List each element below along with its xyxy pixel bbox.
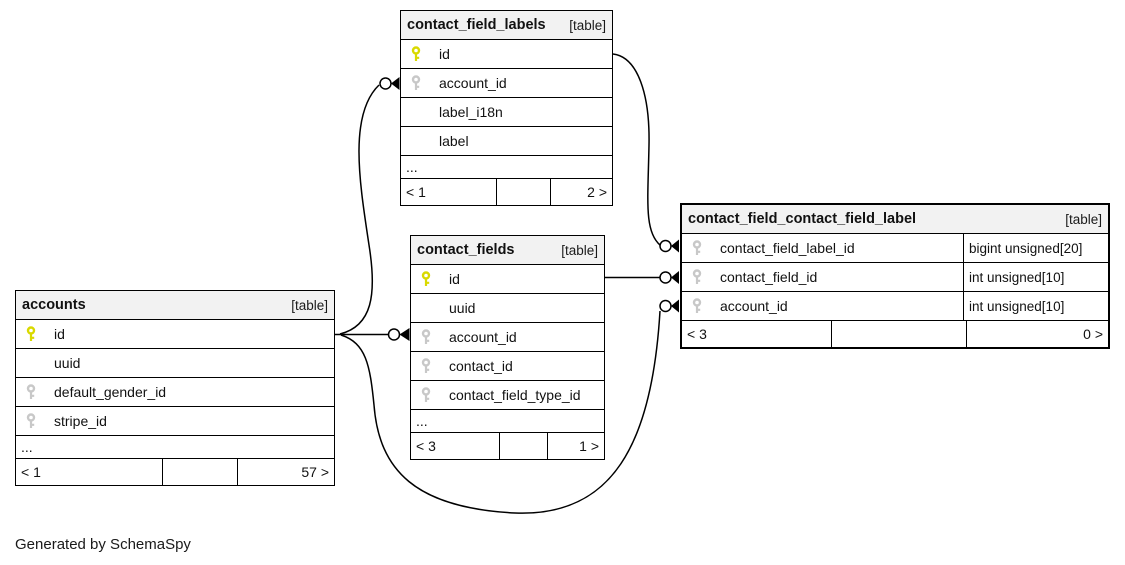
- column-name: account_id: [439, 75, 507, 91]
- column-type: int unsigned[10]: [963, 263, 1108, 291]
- footer-mid: [163, 459, 238, 485]
- key-icon: [25, 383, 38, 401]
- generator-note: Generated by SchemaSpy: [15, 536, 191, 553]
- column-name: contact_field_id: [720, 269, 818, 285]
- ellipsis-row: ...: [401, 156, 612, 179]
- footer-out-count: 1 >: [579, 438, 599, 454]
- column-row: id: [411, 265, 604, 294]
- column-row: contact_field_id int unsigned[10]: [682, 263, 1108, 292]
- ellipsis-row: ...: [16, 436, 334, 459]
- column-name: id: [439, 46, 450, 62]
- ellipsis-row: ...: [411, 410, 604, 433]
- column-name: label: [439, 133, 469, 149]
- table-title: contact_fields: [417, 242, 515, 258]
- column-row: label: [401, 127, 612, 156]
- key-icon: [420, 328, 433, 346]
- column-row: contact_field_type_id: [411, 381, 604, 410]
- fk-marker-join-table-account-id: [659, 299, 679, 313]
- key-icon: [25, 412, 38, 430]
- table-header[interactable]: contact_fields [table]: [411, 236, 604, 265]
- table-title: accounts: [22, 297, 86, 313]
- footer-in-count: < 3: [682, 321, 832, 347]
- key-icon: [410, 45, 423, 63]
- fk-marker-contact-field-labels-account-id: [379, 77, 400, 90]
- column-type: int unsigned[10]: [963, 292, 1108, 320]
- key-icon: [420, 386, 433, 404]
- column-row: uuid: [411, 294, 604, 323]
- key-icon: [25, 325, 38, 343]
- key-icon: [420, 357, 433, 375]
- table-footer: < 1 57 >: [16, 459, 334, 485]
- footer-out-count: 0 >: [1083, 326, 1103, 342]
- column-row: stripe_id: [16, 407, 334, 436]
- table-header[interactable]: accounts [table]: [16, 291, 334, 320]
- fk-marker-contact-fields-account-id: [387, 328, 410, 341]
- column-row: uuid: [16, 349, 334, 378]
- fk-marker-join-table-contact-field-label-id: [659, 239, 679, 253]
- table-title: contact_field_labels: [407, 17, 546, 33]
- column-row: label_i18n: [401, 98, 612, 127]
- edge-contact-field-labels-to-join-table: [612, 53, 661, 246]
- key-icon: [691, 268, 704, 286]
- column-name: stripe_id: [54, 413, 107, 429]
- column-name: account_id: [720, 298, 788, 314]
- column-name: label_i18n: [439, 104, 503, 120]
- column-row: account_id: [411, 323, 604, 352]
- table-footer: < 1 2 >: [401, 179, 612, 205]
- footer-mid: [497, 179, 551, 205]
- table-header[interactable]: contact_field_labels [table]: [401, 11, 612, 40]
- column-row: contact_id: [411, 352, 604, 381]
- table-header[interactable]: contact_field_contact_field_label [table…: [682, 205, 1108, 234]
- table-tag: [table]: [291, 297, 328, 313]
- table-node-contact-fields[interactable]: contact_fields [table] id uuid account_i…: [410, 235, 605, 460]
- footer-mid: [500, 433, 548, 459]
- table-title: contact_field_contact_field_label: [688, 211, 917, 227]
- table-node-accounts[interactable]: accounts [table] id uuid default_gender_…: [15, 290, 335, 486]
- column-row: contact_field_label_id bigint unsigned[2…: [682, 234, 1108, 263]
- key-icon: [410, 74, 423, 92]
- column-row: account_id int unsigned[10]: [682, 292, 1108, 321]
- column-row: id: [401, 40, 612, 69]
- column-row: account_id: [401, 69, 612, 98]
- column-row: id: [16, 320, 334, 349]
- table-tag: [table]: [1065, 211, 1102, 227]
- column-name: id: [54, 326, 65, 342]
- column-name: account_id: [449, 329, 517, 345]
- edge-accounts-to-contact-field-labels: [339, 84, 380, 335]
- footer-in-count: < 1: [401, 179, 497, 205]
- key-icon: [691, 239, 704, 257]
- table-node-contact-field-labels[interactable]: contact_field_labels [table] id account_…: [400, 10, 613, 206]
- footer-out-count: 2 >: [587, 184, 607, 200]
- table-tag: [table]: [569, 17, 606, 33]
- column-name: contact_field_label_id: [720, 240, 855, 256]
- key-icon: [420, 270, 433, 288]
- column-name: contact_id: [449, 358, 513, 374]
- column-name: default_gender_id: [54, 384, 167, 400]
- edge-accounts-to-join-table: [340, 310, 661, 514]
- column-row: default_gender_id: [16, 378, 334, 407]
- footer-in-count: < 1: [16, 459, 163, 485]
- table-node-contact-field-contact-field-label[interactable]: contact_field_contact_field_label [table…: [680, 203, 1110, 349]
- column-name: uuid: [449, 300, 476, 316]
- footer-out-count: 57 >: [301, 464, 329, 480]
- fk-end-markers: [379, 77, 679, 341]
- table-footer: < 3 1 >: [411, 433, 604, 459]
- column-name: id: [449, 271, 460, 287]
- table-footer: < 3 0 >: [682, 321, 1108, 347]
- column-name: uuid: [54, 355, 81, 371]
- fk-marker-join-table-contact-field-id: [659, 271, 679, 284]
- footer-mid: [832, 321, 967, 347]
- column-type: bigint unsigned[20]: [963, 234, 1108, 262]
- column-name: contact_field_type_id: [449, 387, 581, 403]
- footer-in-count: < 3: [411, 433, 500, 459]
- table-tag: [table]: [561, 242, 598, 258]
- key-icon: [691, 297, 704, 315]
